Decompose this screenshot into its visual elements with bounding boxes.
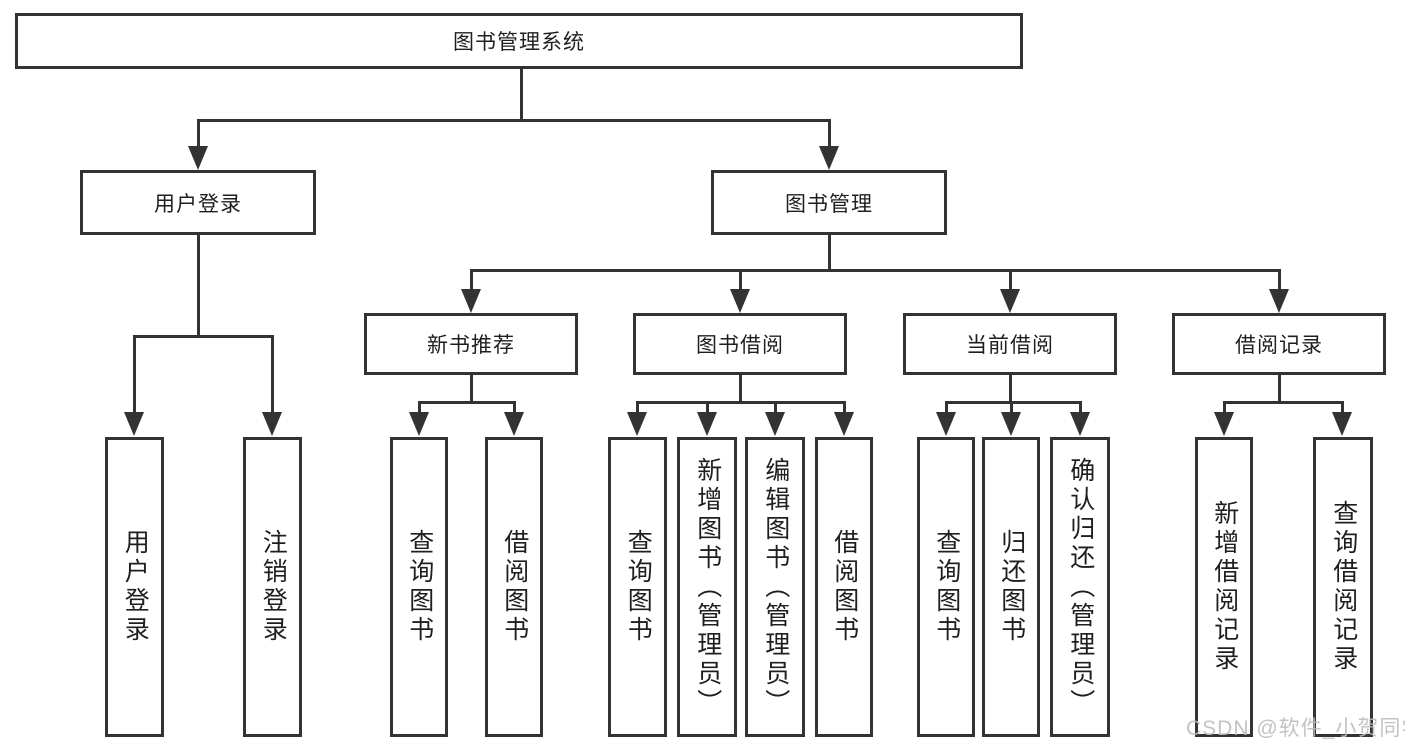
connector-user-login-branch xyxy=(133,335,274,338)
connector-current-borrow-stub xyxy=(1009,269,1012,289)
leaf-cb-query-books: 查询图书 xyxy=(917,437,975,737)
csdn-watermark: CSDN @软件_小贺同学 xyxy=(1186,717,1405,740)
leaf-bb-borrow-books-label: 借阅图书 xyxy=(830,529,859,645)
leaf-br-add-record-label: 新增借阅记录 xyxy=(1210,500,1239,674)
arrowhead-nr-leaf2-icon xyxy=(504,412,524,436)
arrowhead-cb-leaf3-icon xyxy=(1070,412,1090,436)
node-library-system-label: 图书管理系统 xyxy=(453,31,585,54)
connector-nr-stub-1 xyxy=(418,401,421,413)
arrowhead-book-mgmt-icon xyxy=(819,146,839,170)
arrowhead-logout-leaf-icon xyxy=(262,412,282,436)
connector-new-book-stub xyxy=(470,269,473,289)
leaf-cb-return-books-label: 归还图书 xyxy=(997,529,1026,645)
connector-nr-branch xyxy=(418,401,515,404)
leaf-br-query-record-label: 查询借阅记录 xyxy=(1329,500,1358,674)
node-new-book-recommend: 新书推荐 xyxy=(364,313,578,375)
connector-br-drop xyxy=(1278,375,1281,403)
leaf-nr-query-books: 查询图书 xyxy=(390,437,448,737)
leaf-nr-query-books-label: 查询图书 xyxy=(405,529,434,645)
node-borrowing-records-label: 借阅记录 xyxy=(1235,334,1323,357)
leaf-bb-edit-book-admin-label: 编辑图书（管理员） xyxy=(761,456,790,718)
node-book-management: 图书管理 xyxy=(711,170,947,235)
arrowhead-borrow-record-icon xyxy=(1269,289,1289,313)
connector-cb-branch xyxy=(945,401,1082,404)
arrowhead-bb-leaf1-icon xyxy=(627,412,647,436)
leaf-bb-edit-book-admin: 编辑图书（管理员） xyxy=(745,437,805,737)
connector-bb-branch xyxy=(636,401,845,404)
leaf-bb-borrow-books: 借阅图书 xyxy=(815,437,873,737)
connector-logout-leaf-stub xyxy=(271,335,274,412)
connector-br-stub-1 xyxy=(1223,401,1226,413)
arrowhead-cb-leaf1-icon xyxy=(936,412,956,436)
leaf-br-add-record: 新增借阅记录 xyxy=(1195,437,1253,737)
connector-bb-stub-2 xyxy=(706,401,709,413)
leaf-cb-query-books-label: 查询图书 xyxy=(932,529,961,645)
node-book-borrowing-label: 图书借阅 xyxy=(696,334,784,357)
leaf-nr-borrow-books-label: 借阅图书 xyxy=(500,529,529,645)
connector-nr-stub-2 xyxy=(513,401,516,413)
node-user-login: 用户登录 xyxy=(80,170,316,235)
leaf-bb-query-books-label: 查询图书 xyxy=(624,529,653,645)
arrowhead-bb-leaf4-icon xyxy=(834,412,854,436)
arrowhead-cb-leaf2-icon xyxy=(1001,412,1021,436)
leaf-user-login: 用户登录 xyxy=(105,437,164,737)
arrowhead-br-leaf2-icon xyxy=(1332,412,1352,436)
node-new-book-recommend-label: 新书推荐 xyxy=(427,334,515,357)
connector-cb-stub-2 xyxy=(1010,401,1013,413)
connector-level2-branch xyxy=(197,119,831,122)
connector-bb-stub-4 xyxy=(843,401,846,413)
connector-bb-stub-3 xyxy=(774,401,777,413)
arrowhead-login-leaf-icon xyxy=(124,412,144,436)
connector-bb-stub-1 xyxy=(636,401,639,413)
connector-login-leaf-stub xyxy=(133,335,136,412)
connector-user-login-drop xyxy=(197,235,200,337)
leaf-nr-borrow-books: 借阅图书 xyxy=(485,437,543,737)
leaf-logout: 注销登录 xyxy=(243,437,302,737)
leaf-br-query-record: 查询借阅记录 xyxy=(1313,437,1373,737)
leaf-bb-add-book-admin: 新增图书（管理员） xyxy=(677,437,737,737)
node-book-management-label: 图书管理 xyxy=(785,192,873,216)
connector-level3-branch xyxy=(470,269,1281,272)
node-current-borrowing: 当前借阅 xyxy=(903,313,1117,375)
leaf-bb-add-book-admin-label: 新增图书（管理员） xyxy=(693,456,722,718)
arrowhead-bb-leaf3-icon xyxy=(765,412,785,436)
node-book-borrowing: 图书借阅 xyxy=(633,313,847,375)
arrowhead-nr-leaf1-icon xyxy=(409,412,429,436)
node-borrowing-records: 借阅记录 xyxy=(1172,313,1386,375)
arrowhead-current-borrow-icon xyxy=(1000,289,1020,313)
connector-cb-drop xyxy=(1009,375,1012,403)
connector-borrow-record-stub xyxy=(1278,269,1281,289)
connector-book-mgmt-stub xyxy=(828,119,831,147)
connector-br-branch xyxy=(1223,401,1344,404)
node-current-borrowing-label: 当前借阅 xyxy=(966,334,1054,357)
connector-nr-drop xyxy=(470,375,473,403)
leaf-user-login-label: 用户登录 xyxy=(121,529,150,645)
arrowhead-bb-leaf2-icon xyxy=(697,412,717,436)
connector-root-drop xyxy=(520,69,523,120)
leaf-cb-confirm-return-admin: 确认归还（管理员） xyxy=(1050,437,1110,737)
arrowhead-user-login-icon xyxy=(188,146,208,170)
connector-br-stub-2 xyxy=(1341,401,1344,413)
node-library-system: 图书管理系统 xyxy=(15,13,1023,69)
leaf-bb-query-books: 查询图书 xyxy=(608,437,667,737)
connector-book-mgmt-drop xyxy=(828,235,831,272)
leaf-cb-return-books: 归还图书 xyxy=(982,437,1040,737)
connector-bb-drop xyxy=(739,375,742,403)
leaf-cb-confirm-return-admin-label: 确认归还（管理员） xyxy=(1066,456,1095,718)
arrowhead-br-leaf1-icon xyxy=(1214,412,1234,436)
node-user-login-label: 用户登录 xyxy=(154,192,242,216)
connector-user-login-stub xyxy=(197,119,200,147)
leaf-logout-label: 注销登录 xyxy=(259,529,288,645)
connector-cb-stub-3 xyxy=(1079,401,1082,413)
connector-book-borrow-stub xyxy=(739,269,742,289)
connector-cb-stub-1 xyxy=(945,401,948,413)
arrowhead-book-borrow-icon xyxy=(730,289,750,313)
arrowhead-new-book-icon xyxy=(461,289,481,313)
